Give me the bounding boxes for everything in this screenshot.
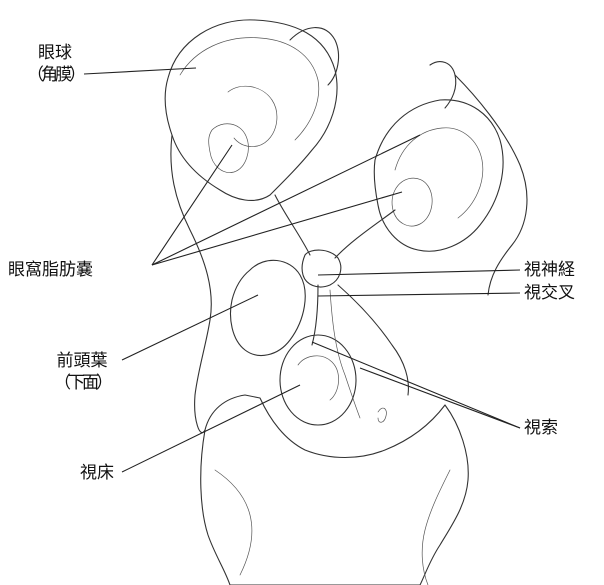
thalamus-inner: [298, 356, 339, 400]
optic-chiasm-shape: [302, 250, 341, 287]
label-thalamus: 視床: [80, 462, 114, 484]
label-optic-nerve: 視神経: [524, 259, 575, 281]
label-orbital-fat: 眼窩脂肪嚢: [8, 259, 93, 281]
left-cornea-fold: [228, 86, 277, 146]
left-fat-pad: [209, 124, 249, 173]
leader-optic-nerve: [318, 270, 520, 275]
leader-optic-tract-2: [360, 368, 520, 428]
right-optic-tract: [338, 285, 408, 395]
left-eyeball-outline: [165, 20, 337, 201]
label-underside-text: （下面）: [40, 372, 124, 394]
central-fissure: [330, 290, 360, 418]
brain-sketch: [165, 20, 527, 585]
label-eyeball: 眼球 （角膜）: [20, 42, 90, 86]
frontal-lobe-outline: [231, 260, 306, 355]
small-detail-1: [378, 408, 386, 422]
label-frontal-lobe-text: 前頭葉: [40, 350, 124, 372]
left-optic-tract: [312, 285, 318, 345]
left-eyeball-inner: [180, 38, 319, 140]
left-optic-nerve: [275, 195, 310, 255]
brainstem-detail-right: [422, 470, 450, 585]
leader-orbital-fat-2: [152, 135, 420, 265]
leader-frontal-lobe: [122, 295, 258, 360]
label-cornea-text: （角膜）: [20, 64, 90, 86]
right-fat-pad: [392, 178, 432, 226]
right-outer-contour: [455, 75, 527, 295]
leader-optic-tract-1: [312, 342, 520, 428]
right-eyeball-outline: [374, 100, 503, 251]
label-optic-chiasm: 視交叉: [524, 282, 575, 304]
label-optic-tract: 視索: [524, 417, 558, 439]
brainstem-detail-left: [215, 470, 252, 575]
leader-orbital-fat-1: [152, 145, 232, 265]
brainstem-outline: [201, 395, 469, 585]
right-optic-nerve: [335, 210, 395, 258]
leader-thalamus: [122, 385, 300, 472]
leader-eyeball: [84, 68, 196, 74]
thalamus-shape: [280, 335, 356, 425]
label-eyeball-text: 眼球: [20, 42, 90, 64]
label-frontal-lobe: 前頭葉 （下面）: [40, 350, 124, 394]
left-upper-flap: [290, 28, 339, 85]
